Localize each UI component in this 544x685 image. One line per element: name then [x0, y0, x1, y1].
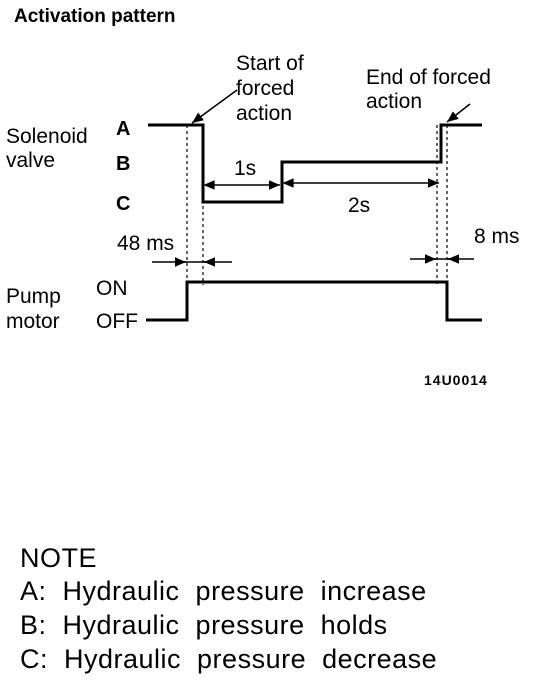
- pump-label-line2: motor: [6, 310, 60, 333]
- duration-8ms-label: 8 ms: [474, 225, 520, 248]
- level-b-label: B: [116, 153, 130, 175]
- solenoid-waveform: [148, 123, 482, 204]
- note-item-c: C: Hydraulic pressure decrease: [20, 644, 437, 674]
- figure-title: Activation pattern: [14, 6, 176, 27]
- pump-waveform: [146, 280, 482, 322]
- solenoid-label-line2: valve: [6, 149, 55, 172]
- note-heading: NOTE: [20, 543, 97, 573]
- end-label-line1: End of forced: [366, 66, 491, 89]
- end-label-line2: action: [366, 90, 422, 113]
- note-item-b: B: Hydraulic pressure holds: [20, 610, 388, 640]
- start-pointer-arrow: [191, 89, 238, 124]
- level-a-label: A: [116, 118, 130, 140]
- duration-1s-label: 1s: [234, 157, 256, 180]
- pump-on-label: ON: [96, 277, 128, 300]
- start-label-line1: Start of: [236, 52, 304, 75]
- note-item-a: A: Hydraulic pressure increase: [20, 576, 427, 606]
- figure-code: 14U0014: [424, 372, 488, 388]
- start-label-line2: forced: [236, 77, 294, 100]
- duration-2s-label: 2s: [348, 194, 370, 217]
- end-pointer-arrow: [446, 103, 471, 123]
- start-label-line3: action: [236, 102, 292, 125]
- level-c-label: C: [116, 193, 130, 215]
- duration-48ms-label: 48 ms: [117, 232, 174, 255]
- pump-label-line1: Pump: [6, 285, 61, 308]
- pump-off-label: OFF: [96, 310, 138, 333]
- solenoid-label-line1: Solenoid: [6, 125, 88, 148]
